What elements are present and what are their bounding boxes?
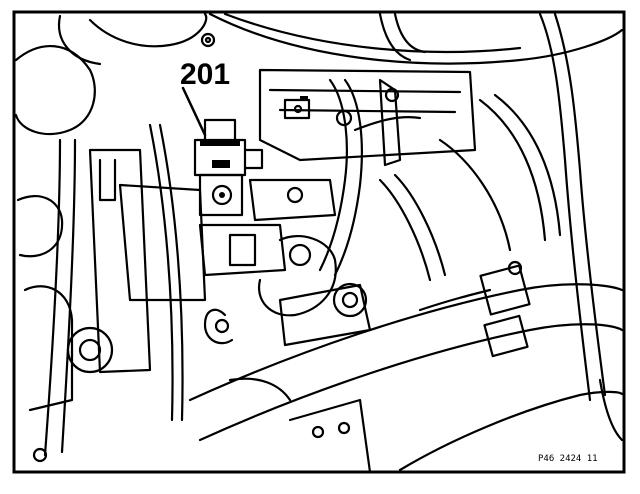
callout-label-201: 201: [180, 58, 231, 91]
right-tubes: [378, 138, 624, 442]
throttle-body: [258, 68, 477, 162]
left-bracket-and-cables: [16, 123, 207, 463]
left-upper-housing: [14, 12, 216, 135]
solid-accents: [200, 96, 308, 198]
bottom-bracket: [228, 377, 372, 474]
lower-hose: [188, 260, 624, 472]
upper-hoses: [208, 12, 624, 402]
photo-reference-code: P46 2424 11: [538, 454, 598, 464]
component-201-switch: [181, 86, 264, 217]
